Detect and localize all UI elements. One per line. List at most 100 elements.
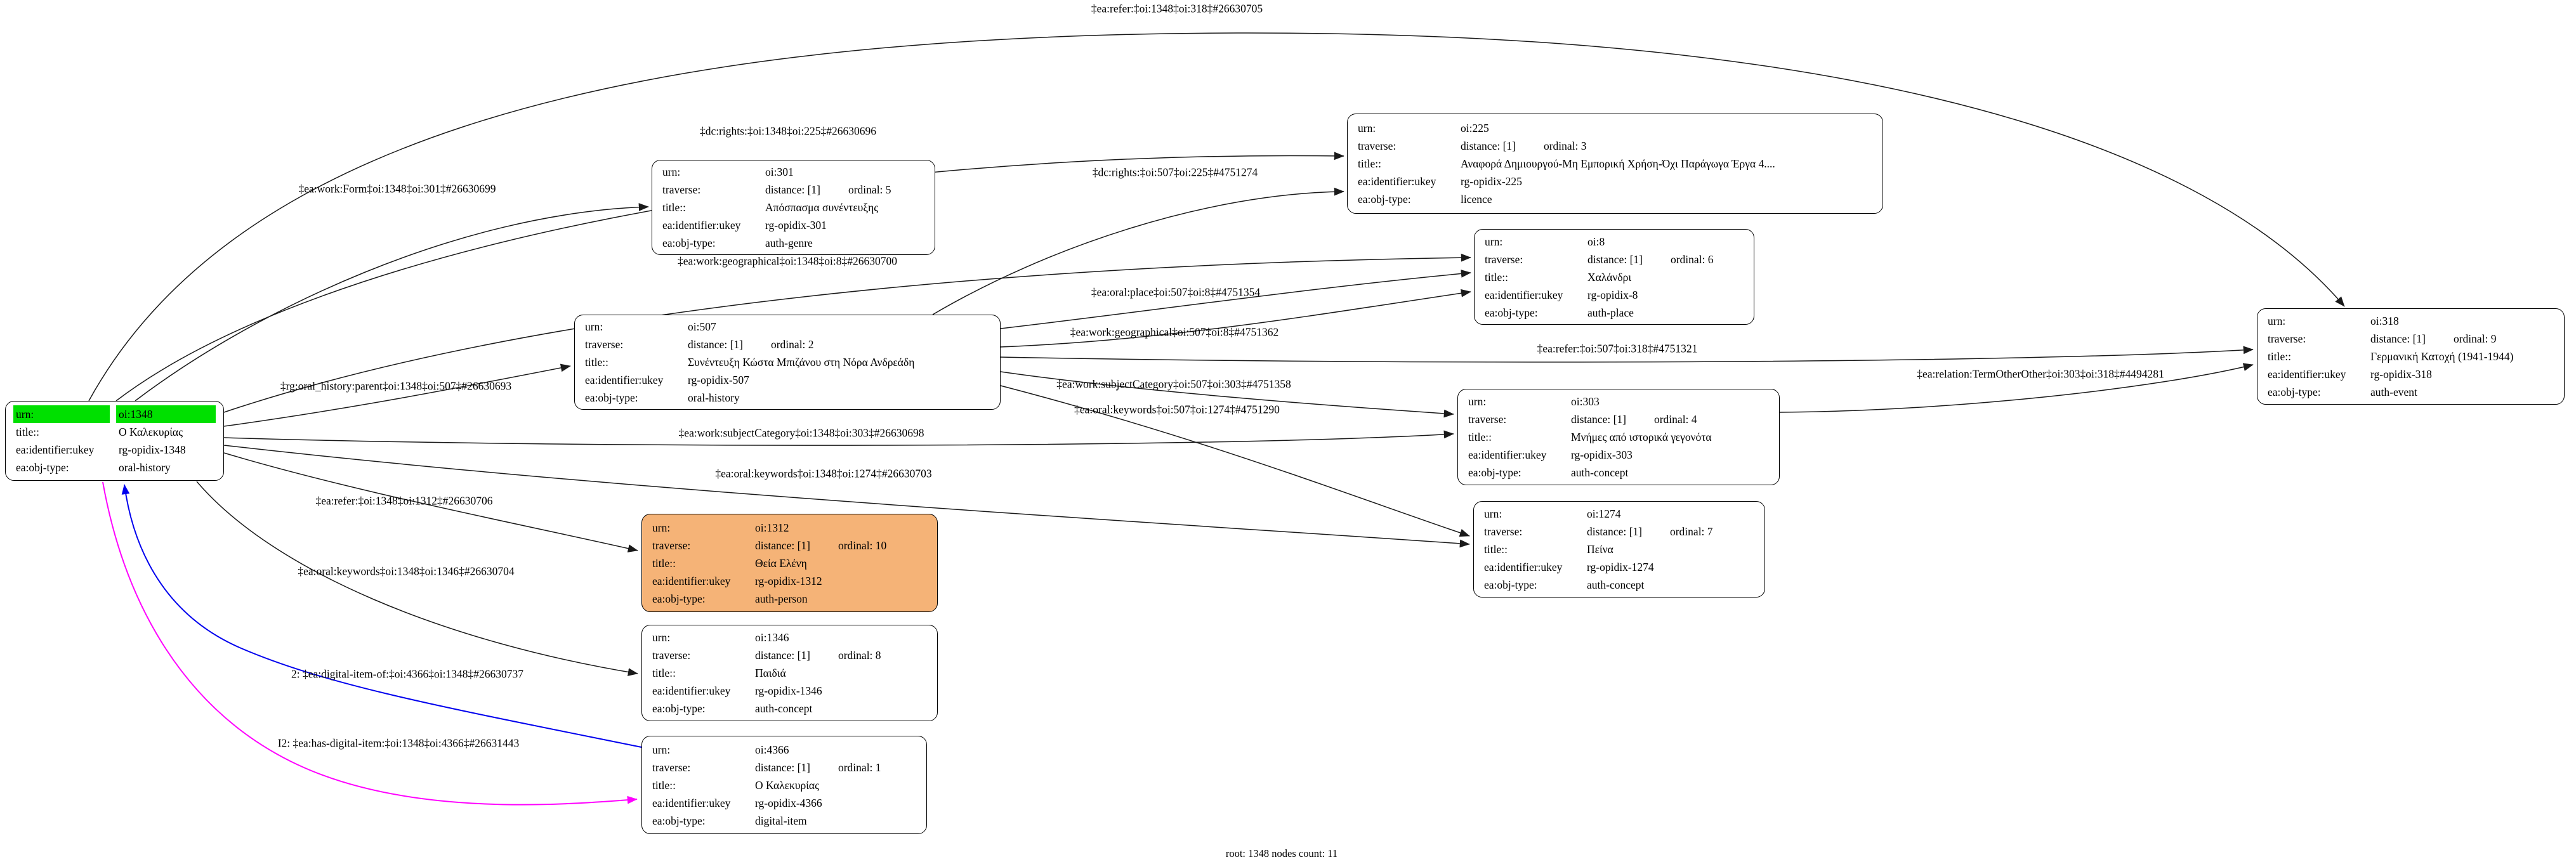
node-row: ea:obj-type:auth-genre xyxy=(660,234,927,252)
field-value: auth-concept xyxy=(1571,466,1629,479)
node-row: ea:obj-type:auth-concept xyxy=(1466,464,1771,481)
field-value: oi:8 xyxy=(1587,235,1605,248)
edge-label-keywords-507-1274: ‡ea:oral:keywords‡oi:507‡oi:1274‡#475129… xyxy=(1074,403,1280,416)
field-value: oi:507 xyxy=(688,320,716,333)
field-value: rg-opidix-1346 xyxy=(755,684,822,697)
field-value: distance: [1]ordinal: 1 xyxy=(752,759,919,776)
edge-workgeo-1348-8 xyxy=(223,253,1471,413)
field-label: ea:obj-type: xyxy=(16,461,69,474)
field-label: traverse: xyxy=(1468,413,1507,426)
node-row: title::Ο Καλεκυρίας xyxy=(650,776,919,794)
edge-workform-1348-301 xyxy=(135,203,649,402)
field-value: rg-opidix-1312 xyxy=(755,574,822,587)
field-label: urn: xyxy=(1484,507,1502,520)
field-label: traverse: xyxy=(585,338,624,351)
node-row: urn:oi:225 xyxy=(1355,119,1875,137)
node-row: ea:obj-type:auth-event xyxy=(2265,383,2556,401)
field-label: traverse: xyxy=(1358,140,1396,152)
field-value: digital-item xyxy=(755,814,807,827)
node-row: title::Απόσπασμα συνέντευξης xyxy=(660,199,927,216)
field-value: distance: [1]ordinal: 3 xyxy=(1458,137,1875,155)
edge-label-parent-1348-507: ‡rg:oral_history:parent‡oi:1348‡oi:507‡#… xyxy=(280,379,512,393)
field-value: Ο Καλεκυρίας xyxy=(119,426,183,438)
field-value: Θεία Ελένη xyxy=(755,556,807,570)
edge-label-digitalitemof-4366-1348: 2: ‡ea:digital-item-of:‡oi:4366‡oi:1348‡… xyxy=(291,667,523,681)
field-value: distance: [1]ordinal: 9 xyxy=(2368,330,2556,348)
edge-label-hasdigitalitem-1348-4366: I2: ‡ea:has-digital-item:‡oi:1348‡oi:436… xyxy=(277,736,520,750)
field-label: ea:identifier:ukey xyxy=(1358,175,1436,188)
node-row: title::Παιδιά xyxy=(650,664,930,682)
field-label: traverse: xyxy=(652,649,691,662)
node-row: ea:obj-type:auth-place xyxy=(1482,304,1746,322)
status-line: root: 1348 nodes count: 11 xyxy=(1225,847,1338,859)
field-value-ordinal: ordinal: 6 xyxy=(1670,252,1714,266)
field-label: traverse: xyxy=(1484,525,1523,538)
field-label: urn: xyxy=(13,405,110,423)
field-label: ea:obj-type: xyxy=(652,814,706,827)
edge-label-workform-1348-301: ‡ea:work:Form‡oi:1348‡oi:301‡#26630699 xyxy=(298,182,496,195)
field-value: oi:225 xyxy=(1461,122,1489,134)
field-value: rg-opidix-1348 xyxy=(119,443,186,456)
node-row: traverse:distance: [1]ordinal: 6 xyxy=(1482,251,1746,268)
edge-label-subjcat-1348-303: ‡ea:work:subjectCategory‡oi:1348‡oi:303‡… xyxy=(678,426,924,440)
node-row: urn:oi:507 xyxy=(582,318,992,336)
field-label: ea:obj-type: xyxy=(652,592,706,605)
edge-label-refer-1348-318: ‡ea:refer:‡oi:1348‡oi:318‡#26630705 xyxy=(1091,2,1263,15)
field-value: Ο Καλεκυρίας xyxy=(755,778,820,792)
field-label: urn: xyxy=(652,631,671,644)
field-label: urn: xyxy=(662,166,681,178)
node-row: ea:obj-type:auth-person xyxy=(650,590,930,608)
node-row: ea:obj-type:oral-history xyxy=(13,459,216,476)
field-label: title:: xyxy=(16,426,39,438)
edge-label-keywords-1348-1274: ‡ea:oral:keywords‡oi:1348‡oi:1274‡#26630… xyxy=(715,467,932,480)
field-label: title:: xyxy=(652,667,676,679)
node-row: title::Πείνα xyxy=(1482,540,1757,558)
field-value: oi:301 xyxy=(765,166,794,178)
edge-label-subjcat-507-303: ‡ea:work:subjectCategory‡oi:507‡oi:303‡#… xyxy=(1056,377,1291,391)
field-label: ea:identifier:ukey xyxy=(585,374,664,386)
field-label: title:: xyxy=(652,778,676,792)
node-row: title::Αναφορά Δημιουργού-Μη Εμπορική Χρ… xyxy=(1355,155,1875,173)
field-label: ea:obj-type: xyxy=(1484,578,1537,591)
node-row: urn:oi:1346 xyxy=(650,629,930,646)
field-label: ea:identifier:ukey xyxy=(16,443,95,456)
field-label: urn: xyxy=(2268,315,2286,327)
field-value: auth-genre xyxy=(765,237,813,249)
edge-refer-507-318 xyxy=(1000,346,2254,363)
field-value: auth-place xyxy=(1587,306,1634,319)
field-label: urn: xyxy=(652,743,671,756)
field-value: oral-history xyxy=(688,391,740,404)
node-row: title::Θεία Ελένη xyxy=(650,554,930,572)
field-label: title:: xyxy=(1468,431,1492,443)
field-label: ea:obj-type: xyxy=(2268,386,2321,398)
field-value: auth-concept xyxy=(1587,578,1645,591)
edge-digitalitemof-4366-1348 xyxy=(121,484,642,748)
edge-keywords-507-1274 xyxy=(1000,385,1470,537)
field-label: traverse: xyxy=(2268,332,2306,345)
field-label: ea:obj-type: xyxy=(652,702,706,715)
node-row: title::Συνέντευξη Κώστα Μπιζάνου στη Νόρ… xyxy=(582,353,992,371)
field-label: urn: xyxy=(652,521,671,534)
field-value: distance: [1]ordinal: 6 xyxy=(1585,251,1746,268)
node-row: ea:identifier:ukey rg-opidix-1348 xyxy=(13,441,216,459)
edge-label-dcrights-1348-225: ‡dc:rights:‡oi:1348‡oi:225‡#26630696 xyxy=(699,124,877,138)
field-label: ea:identifier:ukey xyxy=(1485,288,1563,301)
field-label: title:: xyxy=(1358,157,1381,170)
field-value: rg-opidix-225 xyxy=(1461,175,1522,188)
node-row: ea:identifier:ukey rg-opidix-225 xyxy=(1355,173,1875,190)
edge-parent-1348-507 xyxy=(223,363,571,427)
field-value-ordinal: ordinal: 3 xyxy=(1543,140,1587,152)
node-row: traverse:distance: [1]ordinal: 4 xyxy=(1466,410,1771,428)
edge-workgeo-507-8 xyxy=(1000,289,1471,348)
